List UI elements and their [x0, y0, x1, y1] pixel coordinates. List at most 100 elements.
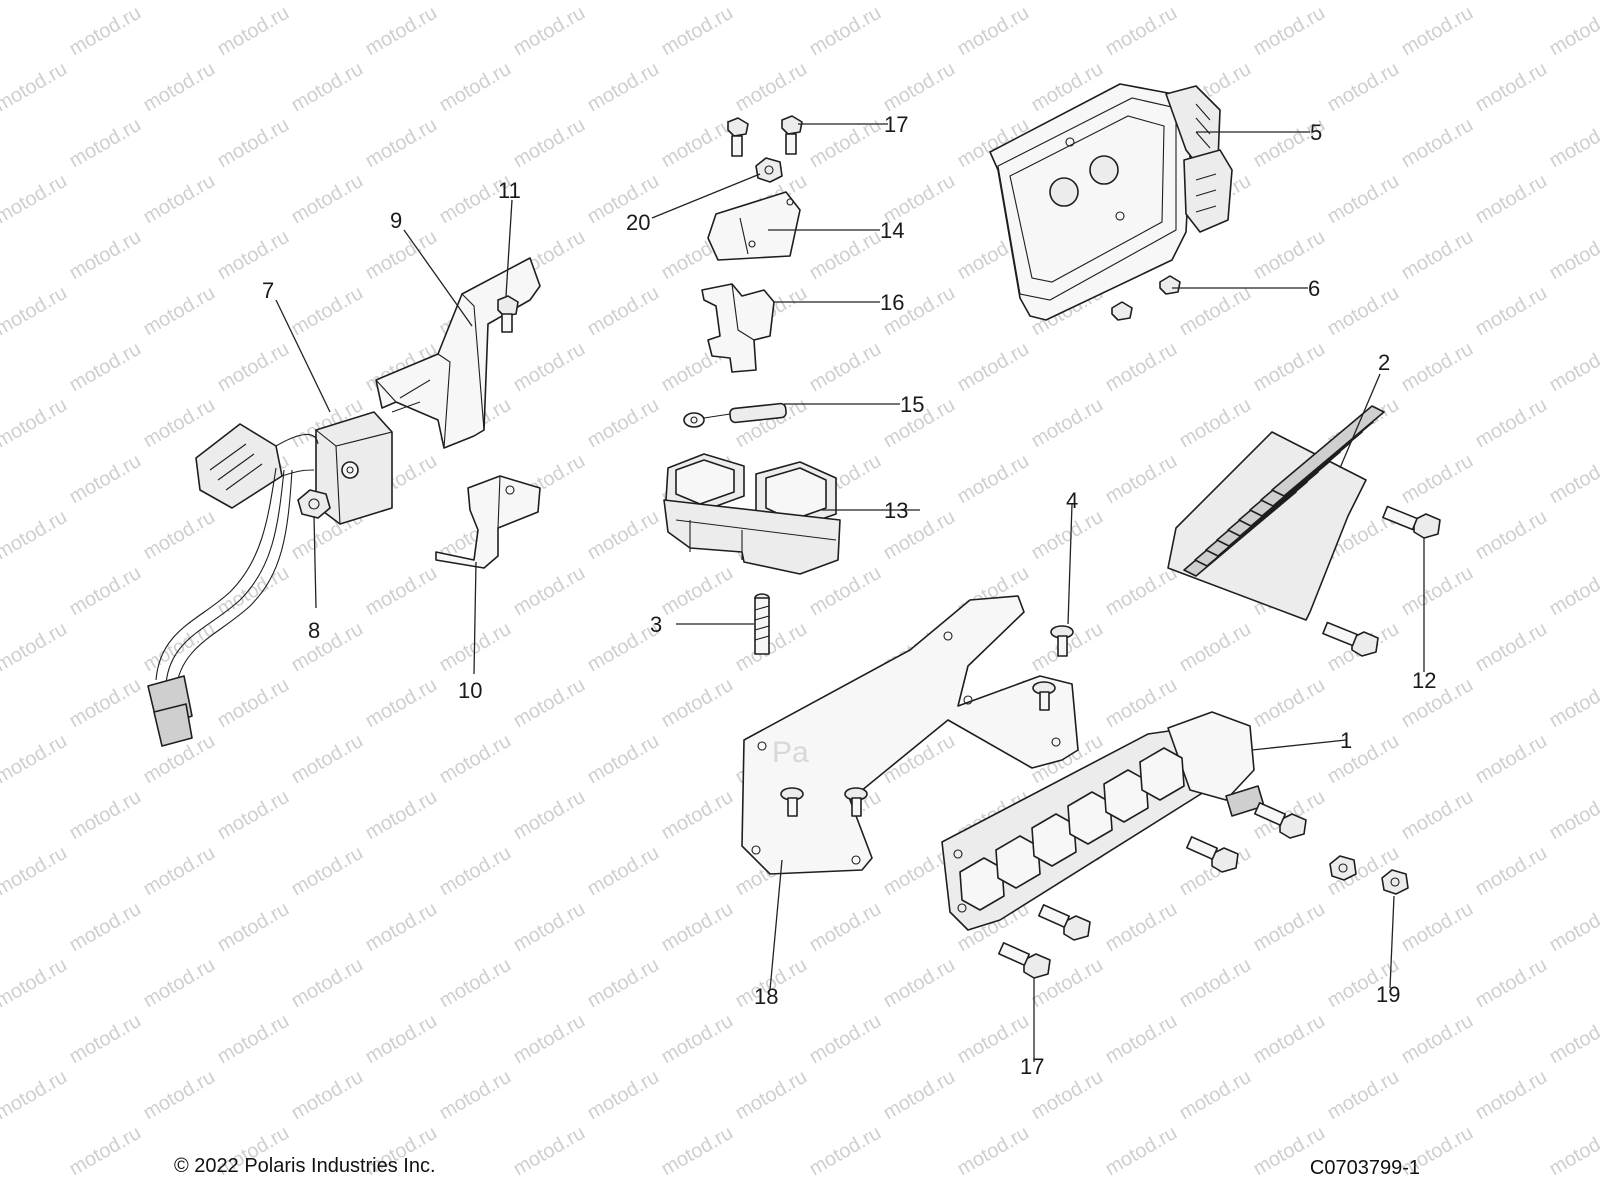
watermark-text: motod.ru — [436, 58, 515, 117]
watermark-text: motod.ru — [140, 506, 219, 565]
callout-15: 15 — [900, 392, 924, 417]
watermark-text: motod.ru — [1546, 898, 1600, 957]
watermark-text: motod.ru — [1324, 1066, 1403, 1125]
watermark-text: motod.ru — [140, 170, 219, 229]
part-20-nut — [755, 157, 783, 183]
watermark-text: motod.ru — [140, 282, 219, 341]
watermark-text: motod.ru — [214, 786, 293, 845]
watermark-text: motod.ru — [1398, 786, 1477, 845]
watermark-text: motod.ru — [510, 786, 589, 845]
watermark-text: motod.ru — [1250, 2, 1329, 61]
callout-4: 4 — [1066, 488, 1078, 513]
watermark-text: motod.ru — [214, 898, 293, 957]
watermark-text: motod.ru — [1472, 394, 1551, 453]
watermark-text: motod.ru — [954, 338, 1033, 397]
watermark-text: motod.ru — [288, 730, 367, 789]
callout-14: 14 — [880, 218, 904, 243]
watermark-text: motod.ru — [584, 842, 663, 901]
watermark-text: motod.ru — [584, 282, 663, 341]
relay-socket — [1139, 747, 1185, 801]
callout-1: 1 — [1340, 728, 1352, 753]
watermark-text: motod.ru — [0, 618, 71, 677]
watermark-text: motod.ru — [806, 2, 885, 61]
watermark-text: motod.ru — [1398, 1010, 1477, 1069]
watermark-text: motod.ru — [1546, 562, 1600, 621]
watermark-text: motod.ru — [1102, 338, 1181, 397]
watermark-text: motod.ru — [1176, 394, 1255, 453]
callout-5: 5 — [1310, 120, 1322, 145]
callout-11: 11 — [498, 178, 521, 203]
callout-13: 13 — [884, 498, 908, 523]
watermark-text: motod.ru — [510, 898, 589, 957]
watermark-text: motod.ru — [1546, 1010, 1600, 1069]
watermark-text: motod.ru — [66, 114, 145, 173]
watermark-text: motod.ru — [1028, 394, 1107, 453]
watermark-text: motod.ru — [288, 954, 367, 1013]
plate-embossed-logo: Pa — [772, 736, 809, 769]
watermark-text: motod.ru — [288, 170, 367, 229]
watermark-text: motod.ru — [66, 1010, 145, 1069]
watermark-text: motod.ru — [140, 394, 219, 453]
watermark-text: motod.ru — [1176, 618, 1255, 677]
watermark-text: motod.ru — [806, 114, 885, 173]
watermark-text: motod.ru — [66, 226, 145, 285]
watermark-text: motod.ru — [584, 506, 663, 565]
callout-labels: 1 2 3 4 5 6 7 8 9 10 11 12 13 14 15 16 1… — [262, 112, 1436, 1079]
watermark-text: motod.ru — [732, 394, 811, 453]
part-10-bracket — [435, 475, 541, 569]
watermark-text: motod.ru — [66, 338, 145, 397]
watermark-text: motod.ru — [140, 618, 219, 677]
watermark-text: motod.ru — [66, 2, 145, 61]
relay-socket — [995, 835, 1041, 889]
watermark-text: motod.ru — [510, 1122, 589, 1181]
watermark-text: motod.ru — [1546, 338, 1600, 397]
watermark-text: motod.ru — [584, 730, 663, 789]
part-15-ground-lead — [683, 402, 787, 428]
part-5-ecu — [989, 83, 1233, 321]
watermark-text: motod.ru — [1398, 898, 1477, 957]
watermark-text: motod.ru — [806, 338, 885, 397]
watermark-text: motod.ru — [288, 618, 367, 677]
watermark-text: motod.ru — [66, 898, 145, 957]
watermark-text: motod.ru — [66, 562, 145, 621]
callout-3: 3 — [650, 612, 662, 637]
callout-12: 12 — [1412, 668, 1436, 693]
watermark-text: motod.ru — [288, 282, 367, 341]
watermark-text: motod.ru — [954, 450, 1033, 509]
watermark-text: motod.ru — [510, 114, 589, 173]
watermark-text: motod.ru — [362, 786, 441, 845]
watermark-text: motod.ru — [806, 1122, 885, 1181]
callout-2: 2 — [1378, 350, 1390, 375]
watermark-text: motod.ru — [584, 394, 663, 453]
part-1-relay-block — [941, 711, 1265, 931]
callout-16: 16 — [880, 290, 904, 315]
watermark-text: motod.ru — [1546, 450, 1600, 509]
watermark-text: motod.ru — [510, 338, 589, 397]
watermark-text: motod.ru — [1102, 898, 1181, 957]
callout-18: 18 — [754, 984, 778, 1009]
watermark-text: motod.ru — [1546, 114, 1600, 173]
watermark-text: motod.ru — [214, 114, 293, 173]
watermark-text: motod.ru — [1398, 450, 1477, 509]
watermark-text: motod.ru — [806, 562, 885, 621]
watermark-text: motod.ru — [1102, 450, 1181, 509]
watermark-text: motod.ru — [1398, 114, 1477, 173]
relay-socket — [1031, 813, 1077, 867]
watermark-text: motod.ru — [1472, 1066, 1551, 1125]
watermark-text: motod.ru — [732, 1066, 811, 1125]
part-17-19-hardware — [997, 802, 1409, 979]
callout-8: 8 — [308, 618, 320, 643]
watermark-text: motod.ru — [584, 58, 663, 117]
watermark-text: motod.ru — [584, 954, 663, 1013]
watermark-text: motod.ru — [1472, 618, 1551, 677]
watermark-text: motod.ru — [1472, 954, 1551, 1013]
watermark-text: motod.ru — [140, 58, 219, 117]
watermark-text: motod.ru — [1398, 2, 1477, 61]
watermark-text: motod.ru — [1398, 562, 1477, 621]
watermark-text: motod.ru — [1324, 58, 1403, 117]
callout-17-top: 17 — [884, 112, 908, 137]
watermark-text: motod.ru — [658, 674, 737, 733]
watermark-text: motod.ru — [66, 450, 145, 509]
